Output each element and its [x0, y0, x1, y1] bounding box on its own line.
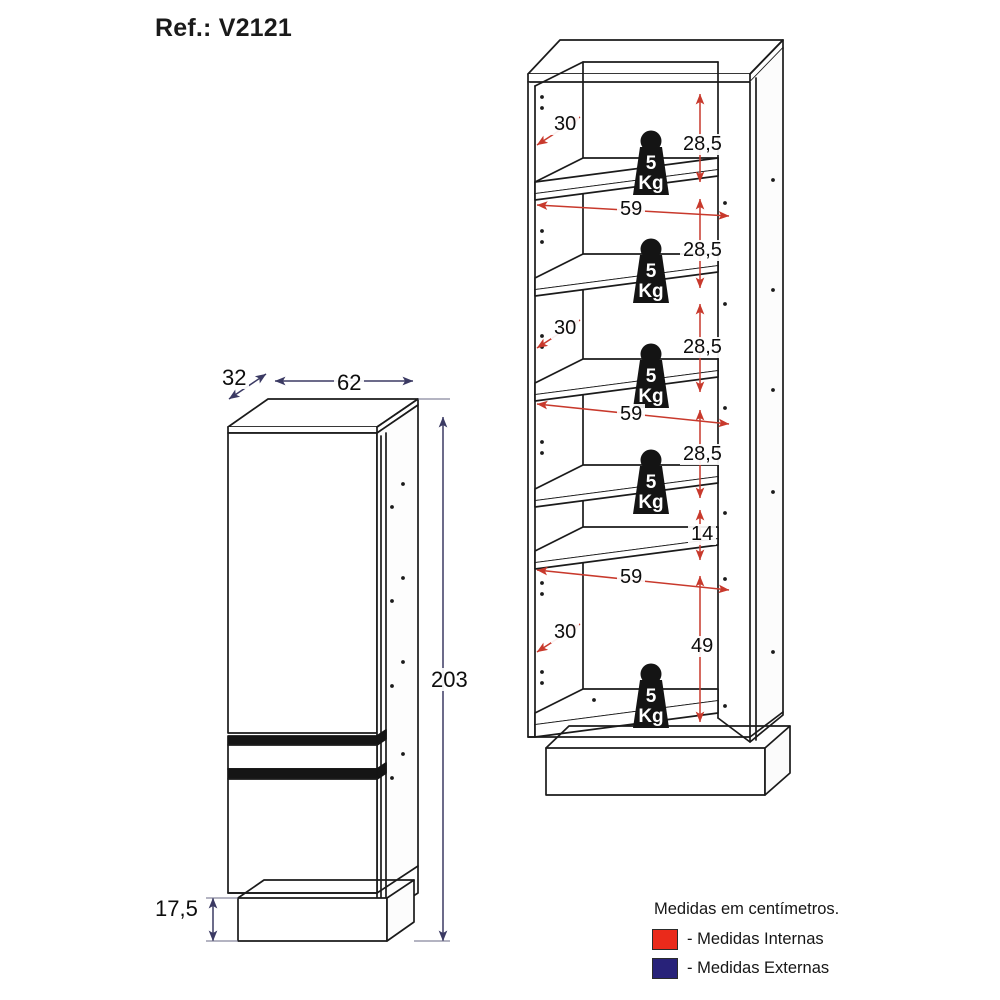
- dimension-label-plinth-left: 17,5: [152, 897, 201, 920]
- dimension-label-width-2: 59: [617, 404, 646, 425]
- page-title: Ref.: V2121: [155, 14, 292, 42]
- dimension-label-width-left: 62: [334, 371, 365, 394]
- svg-text:5: 5: [646, 366, 657, 387]
- dimension-label-shelf-h-1: 28,5: [680, 134, 725, 155]
- legend-label-internal: - Medidas Internas: [687, 929, 824, 948]
- svg-text:5: 5: [646, 686, 657, 707]
- dimension-label-height-left: 203: [428, 668, 471, 691]
- legend-swatch-external-icon: [652, 957, 678, 979]
- dimension-label-depth-left: 32: [219, 366, 250, 389]
- dimension-label-width-3: 59: [617, 567, 646, 588]
- dimension-label-bottom-bay-h: 49: [688, 636, 717, 657]
- svg-text:Kg: Kg: [638, 706, 663, 727]
- svg-text:Kg: Kg: [638, 386, 663, 407]
- dimension-label-shelf-h-4: 28,5: [680, 444, 725, 465]
- svg-text:5: 5: [646, 472, 657, 493]
- svg-text:Kg: Kg: [638, 492, 663, 513]
- dimension-label-width-1: 59: [617, 199, 646, 220]
- svg-text:5: 5: [646, 153, 657, 174]
- dimension-label-shelf-h-3: 28,5: [680, 337, 725, 358]
- legend: Medidas em centímetros. - Medidas Intern…: [652, 900, 952, 986]
- legend-swatch-internal-icon: [652, 928, 678, 950]
- dimension-label-gap-h: 14: [688, 524, 717, 545]
- load-badge-group: 5 Kg 5 Kg 5 Kg 5 Kg: [633, 130, 669, 728]
- legend-item-internal: - Medidas Internas: [652, 928, 952, 950]
- dimension-label-depth-mid: 30: [551, 318, 580, 339]
- svg-text:Kg: Kg: [638, 173, 663, 194]
- dimension-label-depth-top: 30: [551, 114, 580, 135]
- legend-item-external: - Medidas Externas: [652, 957, 952, 979]
- dimension-label-depth-bottom: 30: [551, 622, 580, 643]
- svg-text:5: 5: [646, 261, 657, 282]
- legend-title: Medidas em centímetros.: [654, 900, 840, 918]
- dimension-label-shelf-h-2: 28,5: [680, 240, 725, 261]
- svg-text:Kg: Kg: [638, 281, 663, 302]
- legend-label-external: - Medidas Externas: [687, 958, 830, 977]
